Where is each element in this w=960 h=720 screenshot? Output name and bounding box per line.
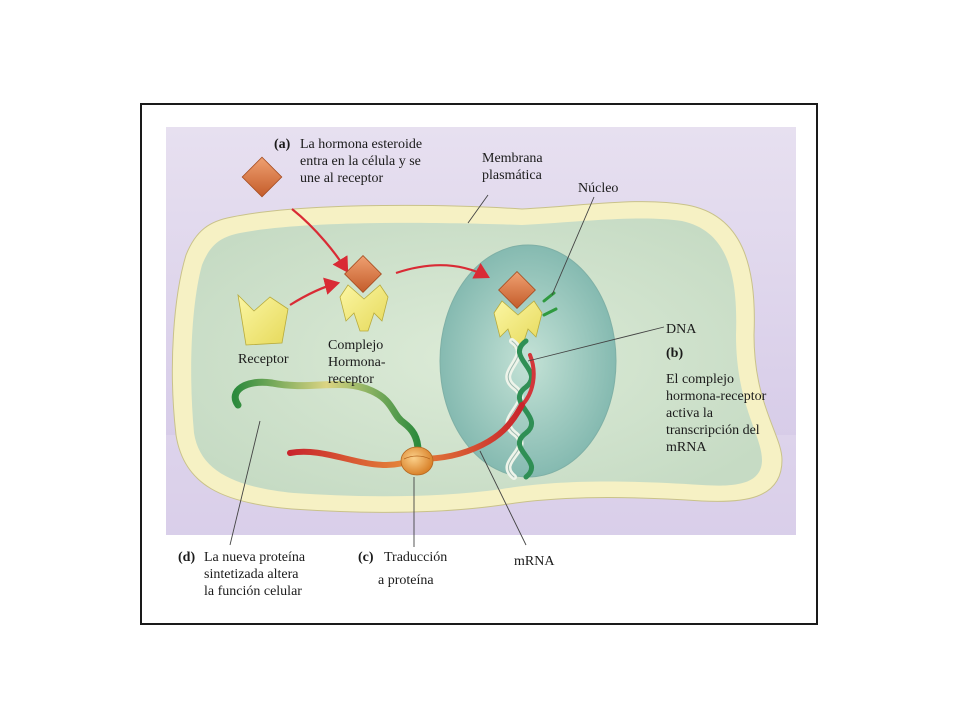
nucleus: [439, 244, 617, 478]
ribosome: [400, 446, 434, 476]
leader-lines: [229, 194, 665, 547]
diagram-frame: (a) La hormona esteroide entra en la cél…: [140, 103, 818, 625]
label-d-text-3: la función celular: [204, 584, 302, 599]
label-membrana-2: plasmática: [482, 168, 543, 183]
label-nucleo: Núcleo: [578, 181, 618, 196]
arrow-receptor-to-complex: [289, 277, 341, 306]
label-a-text-1: La hormona esteroide: [300, 137, 422, 152]
label-d-text-2: sintetizada altera: [204, 567, 299, 582]
arrow-hormone-enters: [291, 208, 349, 273]
steroid-hormone-diagram: (a) La hormona esteroide entra en la cél…: [166, 127, 796, 599]
label-b-text-1: El complejo: [666, 372, 734, 387]
label-d-text-1: La nueva proteína: [204, 550, 306, 565]
receptor-shape: [237, 293, 289, 346]
label-membrana-1: Membrana: [482, 151, 543, 166]
label-b-tag: (b): [666, 346, 683, 361]
label-dna: DNA: [666, 322, 697, 337]
complex-receptor-shape: [339, 284, 389, 332]
label-c-text-1: Traducción: [384, 550, 447, 565]
label-b-text-3: activa la: [666, 406, 714, 421]
label-complejo-2: Hormona-: [328, 355, 386, 370]
new-protein-strand: [231, 378, 422, 455]
label-c-tag: (c): [358, 550, 374, 565]
arrow-complex-to-nucleus: [395, 262, 490, 279]
complex-hormone: [344, 255, 382, 293]
label-complejo-1: Complejo: [328, 338, 383, 353]
nuclear-complex-receptor: [493, 300, 543, 348]
label-a-line1: (a): [274, 137, 291, 152]
label-mrna: mRNA: [514, 554, 555, 569]
steroid-hormone: [241, 156, 283, 198]
label-receptor: Receptor: [238, 352, 289, 367]
nuclear-complex-hormone: [498, 271, 536, 309]
label-b-text-4: transcripción del: [666, 423, 760, 438]
label-b-text-2: hormona-receptor: [666, 389, 767, 404]
label-a-text-2: entra en la célula y se: [300, 154, 421, 169]
label-d-tag: (d): [178, 550, 195, 565]
label-a-text-3: une al receptor: [300, 171, 384, 186]
label-b-text-5: mRNA: [666, 440, 707, 455]
label-c-text-2: a proteína: [378, 573, 434, 588]
label-complejo-3: receptor: [328, 372, 374, 387]
